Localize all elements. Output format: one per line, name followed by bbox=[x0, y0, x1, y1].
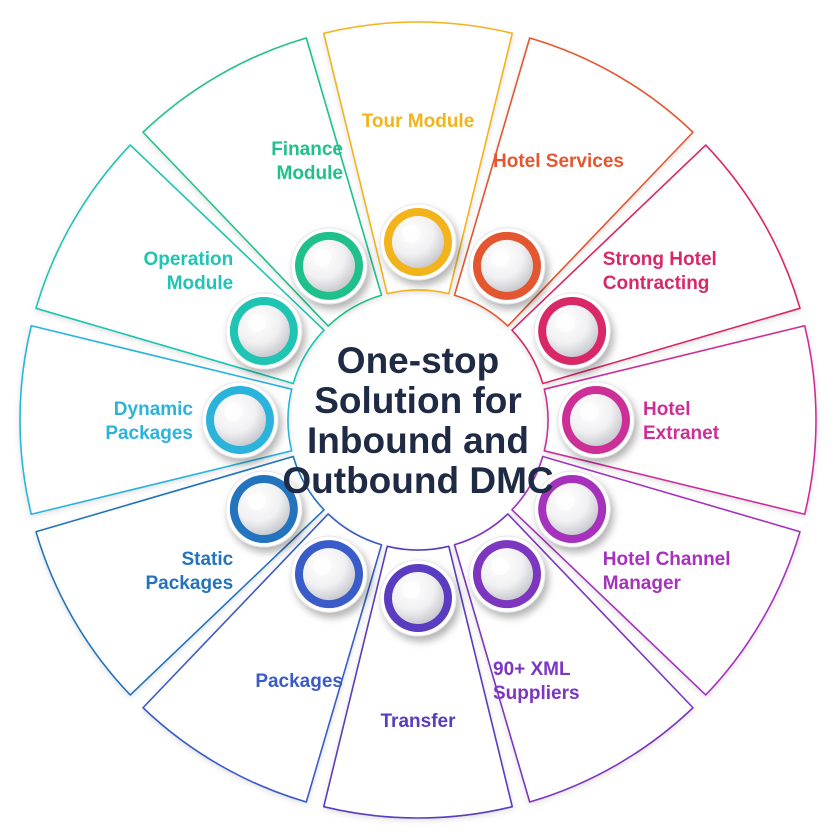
segment-label-7: Packages bbox=[255, 671, 343, 692]
segment-label-line: Packages bbox=[146, 573, 234, 594]
segment-knob-6 bbox=[379, 559, 457, 637]
center-title-line: Inbound and bbox=[307, 420, 529, 461]
segment-label-line: Packages bbox=[105, 423, 193, 444]
segment-card-6 bbox=[322, 545, 514, 819]
segment-label-0: Tour Module bbox=[362, 111, 475, 132]
center-title-line: Solution for bbox=[314, 380, 522, 421]
knobs-layer bbox=[201, 203, 635, 637]
segment-knob-11 bbox=[290, 227, 368, 305]
segment-label-6: Transfer bbox=[381, 711, 457, 732]
segment-knob-1 bbox=[468, 227, 546, 305]
segment-knob-9 bbox=[201, 381, 279, 459]
center-title-line: Outbound DMC bbox=[282, 460, 553, 501]
segment-card-0 bbox=[322, 21, 514, 295]
segment-label-line: Hotel Services bbox=[493, 151, 624, 172]
segment-label-line: 90+ XML bbox=[493, 659, 571, 680]
segment-knob-10 bbox=[225, 292, 303, 370]
segment-label-line: Hotel Channel bbox=[603, 549, 731, 570]
segment-knob-2 bbox=[533, 292, 611, 370]
segment-label-line: Transfer bbox=[381, 711, 457, 732]
segment-label-line: Tour Module bbox=[362, 111, 475, 132]
segment-label-line: Contracting bbox=[603, 273, 710, 294]
segment-label-line: Finance bbox=[271, 139, 343, 160]
segment-knob-4 bbox=[533, 470, 611, 548]
segment-label-line: Static bbox=[181, 549, 233, 570]
segment-knob-7 bbox=[290, 535, 368, 613]
segment-label-line: Module bbox=[277, 163, 344, 184]
segment-label-line: Dynamic bbox=[114, 399, 194, 420]
center-title-line: One-stop bbox=[337, 340, 499, 381]
segment-label-line: Suppliers bbox=[493, 683, 580, 704]
segment-label-line: Operation bbox=[143, 249, 233, 270]
segment-label-line: Hotel bbox=[643, 399, 691, 420]
segment-knob-8 bbox=[225, 470, 303, 548]
segment-knob-3 bbox=[557, 381, 635, 459]
segment-label-line: Module bbox=[167, 273, 234, 294]
segment-knob-5 bbox=[468, 535, 546, 613]
segment-label-line: Strong Hotel bbox=[603, 249, 717, 270]
segment-label-line: Packages bbox=[255, 671, 343, 692]
segment-label-5: 90+ XML Suppliers bbox=[493, 659, 580, 704]
segment-label-1: Hotel Services bbox=[493, 151, 624, 172]
segment-label-line: Extranet bbox=[643, 423, 720, 444]
segment-label-line: Manager bbox=[603, 573, 682, 594]
segment-card-3 bbox=[543, 324, 817, 516]
segment-knob-0 bbox=[379, 203, 457, 281]
segment-card-9 bbox=[19, 324, 293, 516]
